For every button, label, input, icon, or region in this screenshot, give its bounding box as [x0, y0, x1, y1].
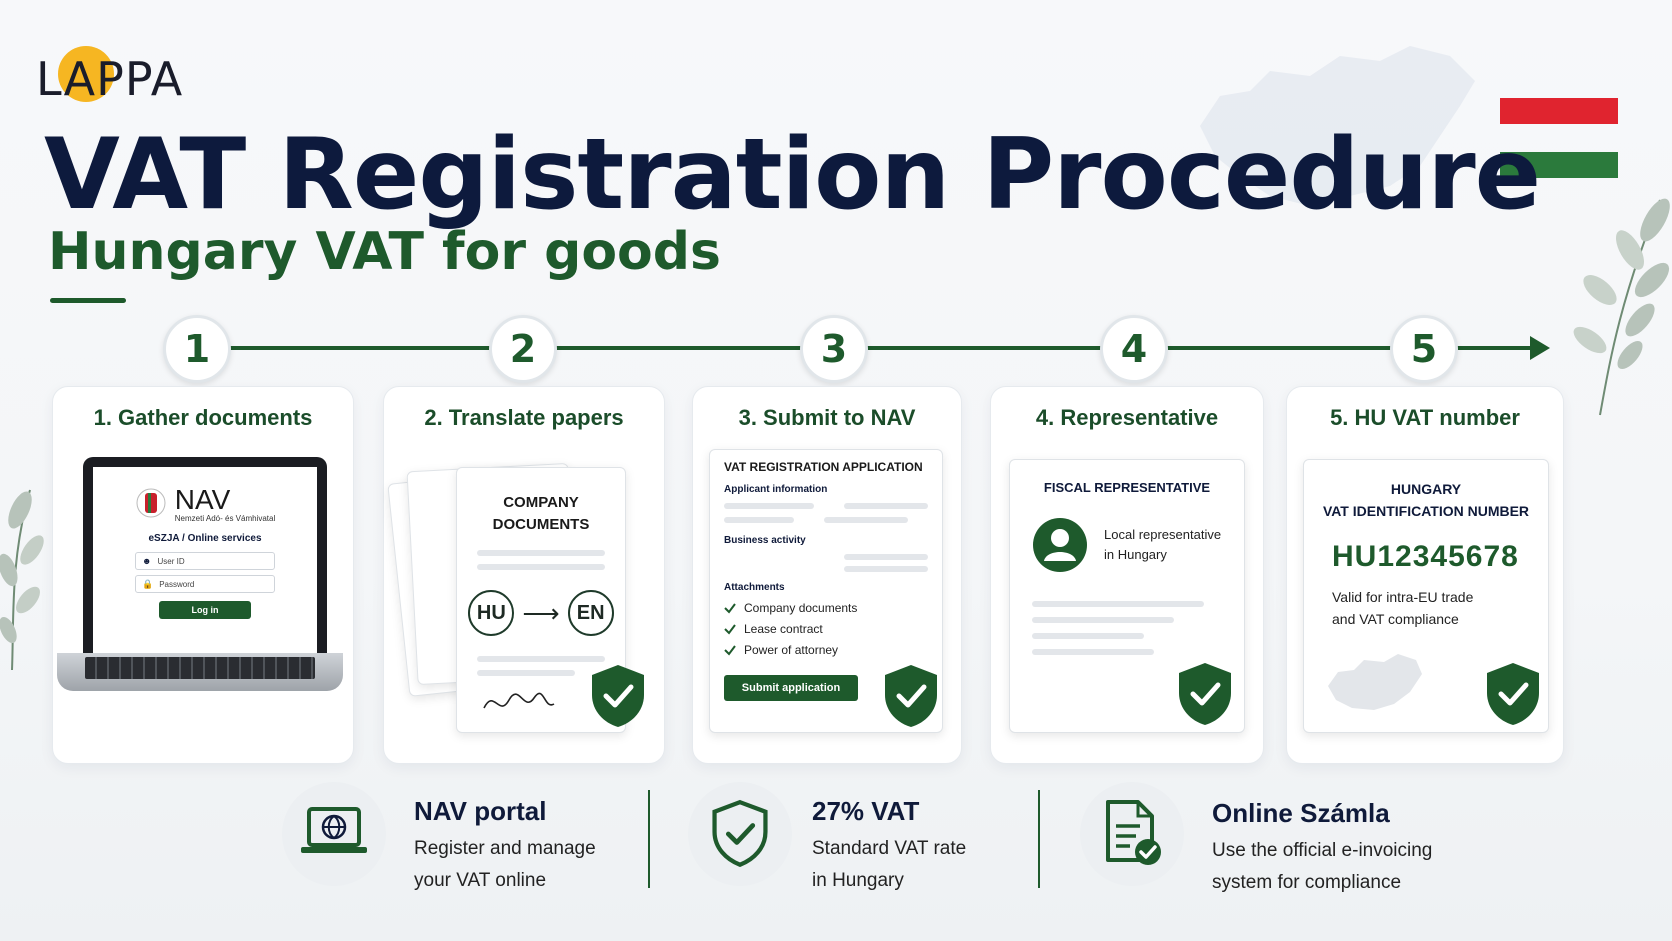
verified-shield-icon	[592, 665, 644, 727]
step-card-2: 2. Translate papers COMPANY DOCUMENTS HU…	[383, 386, 665, 764]
vat-rate-info: 27% VAT Standard VAT rate in Hungary	[812, 796, 966, 897]
checkmark-icon	[724, 603, 736, 614]
nav-portal-info: NAV portal Register and manage your VAT …	[414, 796, 596, 897]
step-card-title: 2. Translate papers	[424, 405, 624, 430]
page-title: VAT Registration Procedure	[44, 118, 1541, 232]
laptop-keyboard-base	[57, 653, 343, 691]
bottom-desc-line-1: Standard VAT rate	[812, 838, 967, 859]
lock-icon: 🔒	[142, 578, 154, 589]
logo-text: LAPPA	[36, 52, 184, 106]
vat-cert-heading-1: HUNGARY	[1390, 481, 1462, 497]
user-id-placeholder: User ID	[157, 556, 185, 566]
user-icon: ☻	[142, 556, 152, 566]
verified-shield-icon	[885, 665, 937, 727]
checkmark-icon	[724, 624, 736, 635]
invoice-check-icon	[1106, 800, 1161, 865]
fiscal-representative-doc: FISCAL REPRESENTATIVE Local representati…	[1009, 459, 1245, 733]
bottom-title: Online Számla	[1212, 798, 1390, 828]
lang-from-badge: HU	[468, 590, 515, 636]
user-id-input[interactable]: ☻ User ID	[135, 552, 275, 570]
step-circle-5: 5	[1390, 315, 1458, 383]
vat-rate-badge	[688, 782, 792, 886]
step-card-1: 1. Gather documents NAV Nemzeti Adó- és …	[52, 386, 354, 764]
attachment-item: Power of attorney	[724, 643, 928, 657]
arrow-right-icon: ⟶	[522, 597, 560, 628]
bottom-title: NAV portal	[414, 796, 547, 826]
leaf-branch-left-icon	[0, 489, 44, 670]
bottom-desc-line-1: Register and manage	[414, 838, 596, 859]
hungary-flag-green-stripe	[1500, 152, 1618, 178]
vat-application-form: VAT REGISTRATION APPLICATION Applicant i…	[709, 449, 943, 733]
subtitle-underline	[50, 298, 126, 303]
password-input[interactable]: 🔒 Password	[135, 575, 275, 593]
attachment-item: Company documents	[724, 601, 928, 615]
step-card-4: 4. Representative FISCAL REPRESENTATIVE …	[990, 386, 1264, 764]
leaf-branch-right-icon	[1573, 198, 1670, 416]
laptop-screen: NAV Nemzeti Adó- és Vámhivatal eSZJA / O…	[83, 457, 327, 663]
verified-shield-icon	[1179, 663, 1231, 725]
vat-cert-heading-2: VAT IDENTIFICATION NUMBER	[1322, 503, 1530, 519]
verified-shield-icon	[1487, 663, 1539, 725]
bottom-desc-line-1: Use the official e-invoicing	[1212, 840, 1433, 861]
step-card-title: 5. HU VAT number	[1330, 405, 1520, 430]
hungary-flag-red-stripe	[1500, 98, 1618, 124]
step-card-title: 4. Representative	[1035, 405, 1219, 430]
doc-title-line-2: DOCUMENTS	[492, 516, 590, 533]
nav-brand-sub: Nemzeti Adó- és Vámhivatal	[174, 513, 276, 523]
applicant-section-label: Applicant information	[724, 484, 828, 495]
lappa-logo: LAPPA	[36, 46, 236, 106]
form-title: VAT REGISTRATION APPLICATION	[724, 460, 923, 474]
hungary-map-silhouette-icon	[1200, 46, 1475, 206]
logo-sun-dot	[58, 46, 114, 102]
vat-cert-desc-1: Valid for intra-EU trade	[1332, 589, 1474, 605]
fiscal-rep-heading: FISCAL REPRESENTATIVE	[1043, 480, 1211, 495]
step-circle-4: 4	[1100, 315, 1168, 383]
laptop-globe-icon	[301, 807, 367, 853]
vat-cert-desc-2: and VAT compliance	[1332, 611, 1459, 627]
bottom-desc-line-2: system for compliance	[1212, 872, 1402, 893]
person-avatar-icon	[1033, 518, 1087, 572]
step-card-title: 1. Gather documents	[93, 405, 313, 430]
page-subtitle: Hungary VAT for goods	[48, 222, 721, 282]
hungary-map-small-icon	[1328, 654, 1422, 710]
nav-crest-icon	[136, 488, 166, 518]
vat-number-value: HU12345678	[1332, 540, 1519, 573]
bottom-desc-line-2: in Hungary	[812, 870, 904, 891]
doc-title-line-1: COMPANY	[503, 494, 579, 511]
step-card-title: 3. Submit to NAV	[738, 405, 916, 430]
fiscal-rep-desc-2: in Hungary	[1104, 547, 1167, 562]
portal-label: eSZJA / Online services	[148, 533, 262, 544]
timeline-arrowhead-icon	[1530, 336, 1550, 360]
business-section-label: Business activity	[724, 535, 806, 546]
nav-brand: NAV	[174, 483, 231, 515]
shield-check-icon	[712, 799, 768, 868]
checkmark-icon	[724, 645, 736, 656]
online-szamla-badge	[1080, 782, 1184, 886]
lang-to-badge: EN	[567, 590, 614, 636]
attachment-item: Lease contract	[724, 622, 928, 636]
submit-application-button[interactable]: Submit application	[724, 675, 858, 701]
divider	[648, 790, 650, 888]
bottom-desc-line-2: your VAT online	[414, 870, 547, 891]
online-szamla-info: Online Számla Use the official e-invoici…	[1212, 798, 1432, 899]
password-placeholder: Password	[159, 579, 195, 589]
step-card-5: 5. HU VAT number HUNGARY VAT IDENTIFICAT…	[1286, 386, 1564, 764]
fiscal-rep-desc-1: Local representative	[1104, 527, 1222, 542]
divider	[1038, 790, 1040, 888]
step-card-3: 3. Submit to NAV VAT REGISTRATION APPLIC…	[692, 386, 962, 764]
bottom-title: 27% VAT	[812, 796, 920, 826]
step-circle-1: 1	[163, 315, 231, 383]
attachments-section-label: Attachments	[724, 582, 785, 593]
login-button[interactable]: Log in	[159, 601, 251, 619]
nav-portal-badge	[282, 782, 386, 886]
signature-icon	[483, 692, 555, 709]
step-circle-3: 3	[800, 315, 868, 383]
step-circle-2: 2	[489, 315, 557, 383]
